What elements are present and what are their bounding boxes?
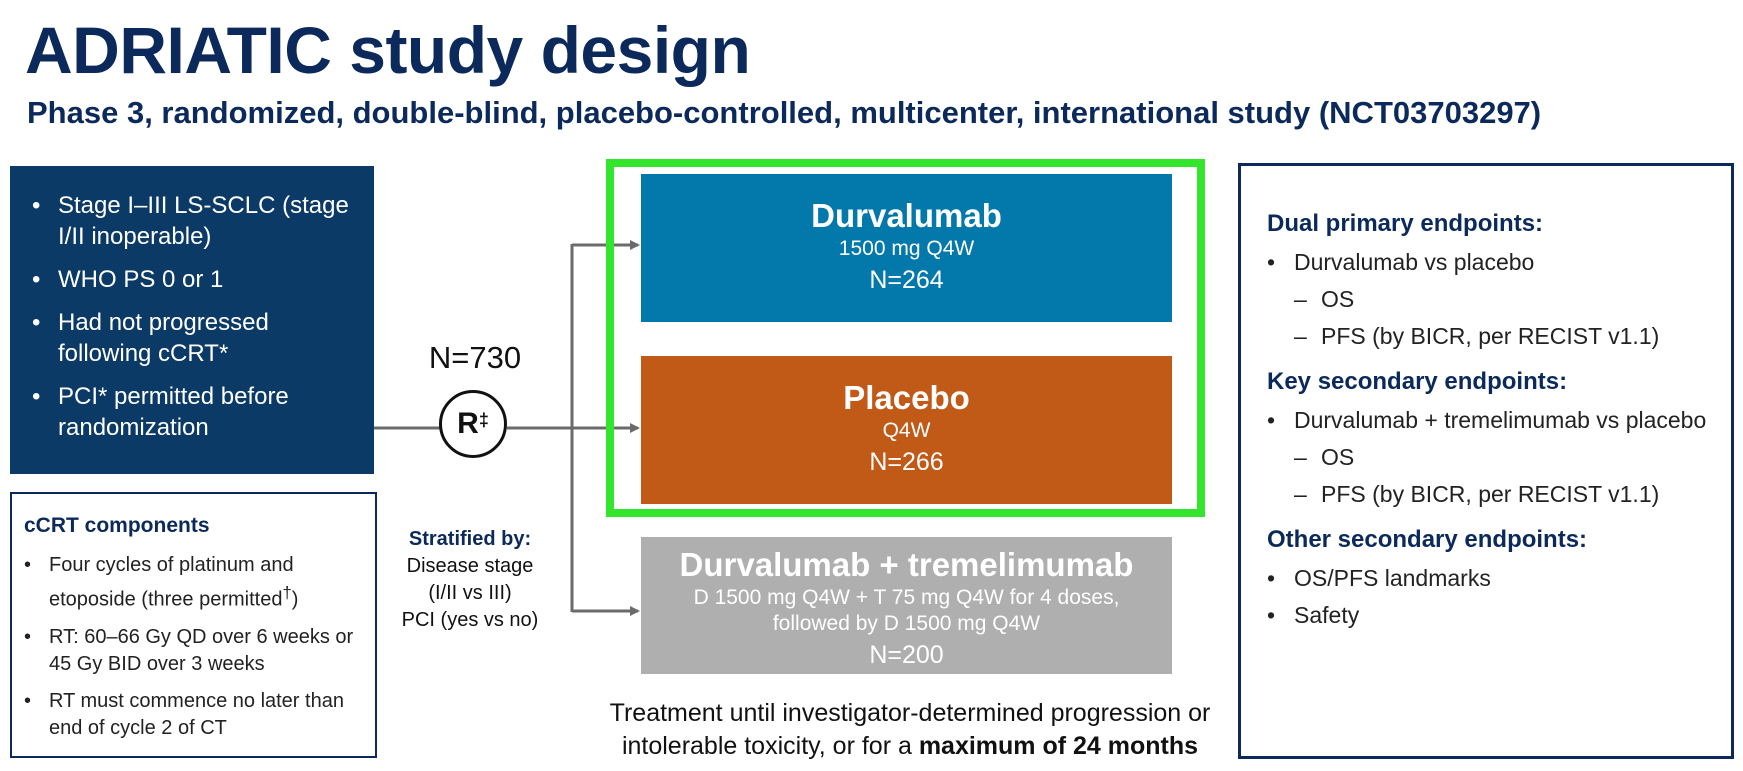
arm-dose: Q4W xyxy=(882,419,931,442)
arm-placebo: Placebo Q4W N=266 xyxy=(641,356,1172,504)
key-secondary-endpoints-section: Key secondary endpoints: Durvalumab + tr… xyxy=(1267,366,1721,510)
eligibility-item: WHO PS 0 or 1 xyxy=(32,264,360,295)
stratified-line: Disease stage xyxy=(406,555,534,577)
endpoint-sub-item: PFS (by BICR, per RECIST v1.1) xyxy=(1267,320,1721,352)
eligibility-item: PCI* permitted before randomization xyxy=(32,381,360,443)
treatment-note-line1: Treatment until investigator-determined … xyxy=(609,699,1211,727)
endpoints-box: Dual primary endpoints: Durvalumab vs pl… xyxy=(1238,163,1734,759)
ccrt-item: RT: 60–66 Gy QD over 6 weeks or 45 Gy BI… xyxy=(24,624,363,678)
arm-n: N=264 xyxy=(869,266,944,294)
stratification-block: Stratified by: Disease stage (I/II vs II… xyxy=(385,526,555,634)
endpoint-sub-item: PFS (by BICR, per RECIST v1.1) xyxy=(1267,478,1721,510)
eligibility-list: Stage I–III LS-SCLC (stage I/II inoperab… xyxy=(32,190,360,443)
endpoint-bullet: Durvalumab vs placebo xyxy=(1267,246,1721,278)
highlight-frame xyxy=(606,159,1205,517)
endpoint-bullet: OS/PFS landmarks xyxy=(1267,562,1721,594)
arm-dose: 1500 mg Q4W xyxy=(838,237,975,260)
treatment-note-bold: maximum of 24 months xyxy=(918,732,1199,760)
ccrt-item: RT must commence no later than end of cy… xyxy=(24,688,363,742)
arm-dose: D 1500 mg Q4W + T 75 mg Q4W for 4 doses, xyxy=(693,586,1120,609)
randomization-label: R xyxy=(457,407,479,440)
endpoint-bullet: Durvalumab + tremelimumab vs placebo xyxy=(1267,404,1721,436)
dagger-footnote-mark: † xyxy=(282,583,292,602)
stratified-line: PCI (yes vs no) xyxy=(401,609,539,631)
endpoint-sub-item: OS xyxy=(1267,441,1721,473)
endpoint-sub-item: OS xyxy=(1267,283,1721,315)
key-secondary-endpoints-heading: Key secondary endpoints: xyxy=(1267,368,1568,395)
ccrt-components-box: cCRT components Four cycles of platinum … xyxy=(10,492,377,758)
stratified-heading: Stratified by: xyxy=(408,528,532,550)
page-subtitle: Phase 3, randomized, double-blind, place… xyxy=(27,95,1542,130)
treatment-note-prefix: intolerable toxicity, or for a xyxy=(621,732,919,760)
primary-endpoints-heading: Dual primary endpoints: xyxy=(1267,210,1544,237)
randomization-circle: R‡ xyxy=(439,390,507,458)
total-n-label: N=730 xyxy=(428,340,522,375)
treatment-note: Treatment until investigator-determined … xyxy=(560,697,1260,763)
other-secondary-endpoints-heading: Other secondary endpoints: xyxy=(1267,526,1588,553)
ccrt-item-close: ) xyxy=(291,588,299,611)
ccrt-list: Four cycles of platinum and etoposide (t… xyxy=(24,552,363,742)
other-secondary-endpoints-section: Other secondary endpoints: OS/PFS landma… xyxy=(1267,524,1721,631)
eligibility-item: Had not progressed following cCRT* xyxy=(32,307,360,369)
arm-name: Durvalumab + tremelimumab xyxy=(679,546,1134,583)
arm-name: Placebo xyxy=(843,379,970,416)
arm-n: N=266 xyxy=(869,448,944,476)
ccrt-item: Four cycles of platinum and etoposide (t… xyxy=(24,552,363,614)
page-title: ADRIATIC study design xyxy=(25,13,751,87)
ccrt-item-text: Four cycles of platinum and etoposide (t… xyxy=(49,554,294,611)
ccrt-heading: cCRT components xyxy=(24,514,210,537)
primary-endpoints-section: Dual primary endpoints: Durvalumab vs pl… xyxy=(1267,208,1721,352)
arm-name: Durvalumab xyxy=(811,197,1002,234)
endpoint-bullet: Safety xyxy=(1267,599,1721,631)
eligibility-box: Stage I–III LS-SCLC (stage I/II inoperab… xyxy=(10,166,374,474)
treatment-note-line2: intolerable toxicity, or for a maximum o… xyxy=(560,730,1260,763)
arm-dose-continued: followed by D 1500 mg Q4W xyxy=(772,612,1041,635)
arm-durvalumab-tremelimumab: Durvalumab + tremelimumab D 1500 mg Q4W … xyxy=(641,537,1172,674)
double-dagger-mark: ‡ xyxy=(478,409,489,430)
arm-durvalumab: Durvalumab 1500 mg Q4W N=264 xyxy=(641,174,1172,322)
arm-n: N=200 xyxy=(869,641,944,669)
eligibility-item: Stage I–III LS-SCLC (stage I/II inoperab… xyxy=(32,190,360,252)
stratified-line: (I/II vs III) xyxy=(428,582,512,604)
